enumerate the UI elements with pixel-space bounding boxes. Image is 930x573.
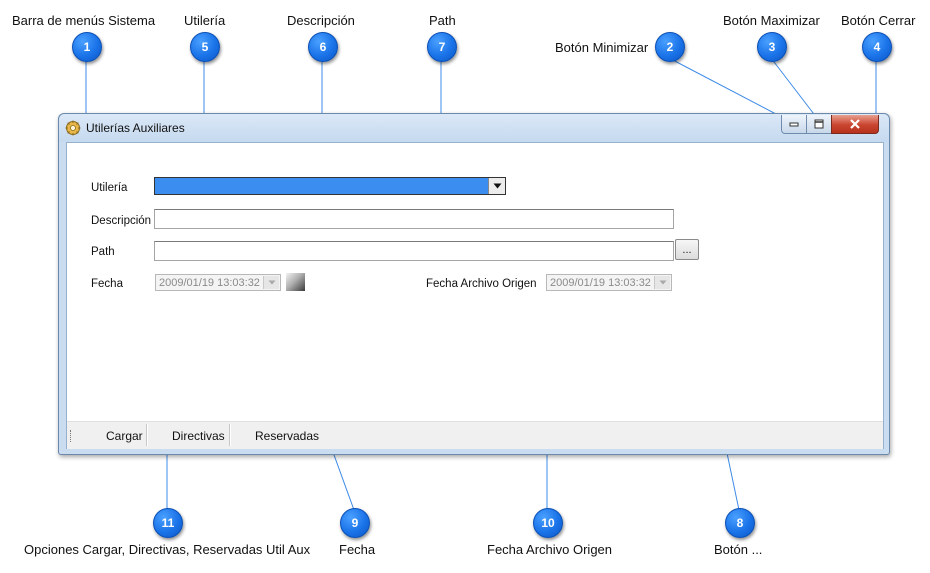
- title-bar[interactable]: Utilerías Auxiliares: [59, 114, 889, 142]
- utileria-label: Utilería: [91, 182, 128, 194]
- callout-bubble-6: 6: [308, 32, 338, 62]
- maximize-button[interactable]: [806, 115, 832, 134]
- gradient-swatch-icon: [286, 273, 305, 291]
- callout-bubble-8: 8: [725, 508, 755, 538]
- fecha-value: 2009/01/19 13:03:32: [159, 277, 260, 289]
- chevron-down-icon: [493, 183, 501, 189]
- minimize-button[interactable]: [781, 115, 807, 134]
- window-client-area: Utilería Descripción Path ... Fecha 2009…: [66, 142, 884, 449]
- fecha-origen-datepicker[interactable]: 2009/01/19 13:03:32: [546, 274, 672, 291]
- fecha-datepicker[interactable]: 2009/01/19 13:03:32: [155, 274, 281, 291]
- browse-button[interactable]: ...: [675, 239, 699, 260]
- grip-handle-icon[interactable]: [70, 430, 74, 442]
- callout-caption-3: Botón Maximizar: [723, 13, 820, 28]
- menu-item-cargar[interactable]: Cargar: [106, 429, 143, 443]
- menu-separator: [146, 424, 148, 446]
- utileria-combobox[interactable]: [154, 177, 506, 195]
- callout-caption-7: Path: [429, 13, 456, 28]
- path-label: Path: [91, 246, 115, 258]
- path-input[interactable]: [154, 241, 674, 261]
- callout-caption-11: Opciones Cargar, Directivas, Reservadas …: [24, 542, 311, 557]
- window-title: Utilerías Auxiliares: [86, 121, 185, 135]
- fecha-dropdown-button[interactable]: [263, 276, 279, 289]
- menu-item-reservadas[interactable]: Reservadas: [255, 429, 320, 443]
- menu-separator: [229, 424, 231, 446]
- minimize-icon: [789, 122, 799, 127]
- descripcion-label: Descripción: [91, 215, 152, 227]
- callout-bubble-4: 4: [862, 32, 892, 62]
- callout-bubble-3: 3: [757, 32, 787, 62]
- callout-caption-10: Fecha Archivo Origen: [487, 542, 613, 557]
- maximize-icon: [814, 119, 824, 129]
- callout-bubble-10: 10: [533, 508, 563, 538]
- callout-bubble-11: 11: [153, 508, 183, 538]
- callout-bubble-7: 7: [427, 32, 457, 62]
- utileria-dropdown-button[interactable]: [488, 178, 505, 194]
- chevron-down-icon: [268, 280, 275, 285]
- callout-bubble-1: 1: [72, 32, 102, 62]
- fecha-origen-value: 2009/01/19 13:03:32: [550, 277, 651, 289]
- close-button[interactable]: [831, 115, 879, 134]
- callout-caption-5: Utilería: [184, 13, 226, 28]
- fecha-origen-dropdown-button[interactable]: [654, 276, 670, 289]
- chevron-down-icon: [659, 280, 666, 285]
- callout-caption-4: Botón Cerrar: [841, 13, 916, 28]
- menu-item-directivas[interactable]: Directivas: [172, 429, 225, 443]
- callout-caption-1: Barra de menús Sistema: [12, 13, 156, 28]
- callout-caption-8: Botón ...: [714, 542, 763, 557]
- close-icon: [850, 119, 860, 129]
- bottom-menu-bar: Cargar Directivas Reservadas: [67, 421, 883, 449]
- callout-caption-9: Fecha: [339, 542, 376, 557]
- callout-bubble-2: 2: [655, 32, 685, 62]
- callout-caption-6: Descripción: [287, 13, 355, 28]
- callout-caption-2: Botón Minimizar: [555, 40, 649, 55]
- callout-bubble-9: 9: [340, 508, 370, 538]
- fecha-label: Fecha: [91, 278, 123, 290]
- fecha-origen-label: Fecha Archivo Origen: [426, 278, 537, 290]
- descripcion-input[interactable]: [154, 209, 674, 229]
- app-gear-icon[interactable]: [65, 120, 81, 136]
- utilerias-window: Utilerías Auxiliares Utilería: [58, 113, 890, 455]
- callout-bubble-5: 5: [190, 32, 220, 62]
